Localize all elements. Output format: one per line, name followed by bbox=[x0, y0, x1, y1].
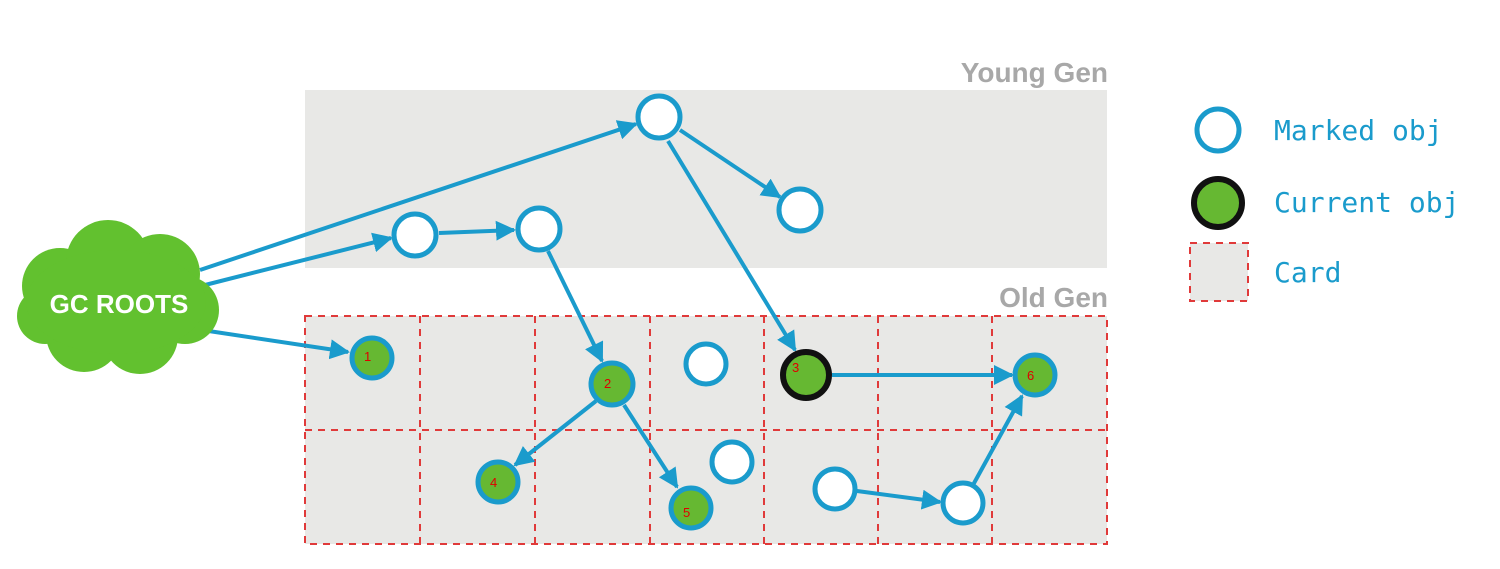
legend-marked-swatch bbox=[1194, 106, 1242, 154]
arrow-old-a-to-old-b bbox=[856, 489, 942, 510]
obj-5 bbox=[668, 485, 714, 531]
gc-roots-cloud bbox=[17, 220, 219, 374]
obj-4-number: 4 bbox=[490, 475, 497, 490]
obj-6-number: 6 bbox=[1027, 368, 1034, 383]
legend: Marked obj Current obj Card bbox=[1189, 106, 1459, 302]
marked-obj bbox=[776, 186, 824, 234]
arrow-roots-to-young-top bbox=[199, 120, 638, 272]
marked-obj bbox=[709, 439, 755, 485]
obj-6 bbox=[1012, 352, 1058, 398]
marked-obj bbox=[391, 211, 439, 259]
arrow-roots-to-obj1 bbox=[201, 328, 350, 360]
reference-arrows bbox=[199, 120, 1024, 510]
marked-obj bbox=[635, 93, 683, 141]
marked-objects bbox=[391, 93, 986, 526]
obj-1-number: 1 bbox=[364, 349, 371, 364]
green-objects bbox=[349, 335, 1058, 531]
arrow-young-top-to-obj3 bbox=[666, 139, 797, 352]
young-gen-label: Young Gen bbox=[961, 57, 1108, 88]
arrow-young-top-to-young-c bbox=[678, 128, 782, 199]
marked-obj bbox=[940, 480, 986, 526]
obj-3-current bbox=[780, 349, 832, 401]
card-grid bbox=[304, 315, 1108, 545]
arrow-obj2-to-obj4 bbox=[513, 399, 598, 467]
obj-1 bbox=[349, 335, 395, 381]
object-numbers: 1 2 3 4 5 6 bbox=[364, 349, 1034, 520]
obj-4 bbox=[475, 459, 521, 505]
cloud-core bbox=[26, 250, 206, 354]
legend-current-swatch bbox=[1191, 176, 1245, 230]
old-gen-label: Old Gen bbox=[999, 282, 1108, 313]
marked-obj bbox=[683, 341, 729, 387]
arrow-young-a-to-young-b bbox=[438, 220, 516, 241]
obj-3-number: 3 bbox=[792, 360, 799, 375]
young-gen-region bbox=[305, 90, 1107, 268]
arrow-roots-to-young-a bbox=[204, 232, 393, 287]
marked-obj bbox=[515, 205, 563, 253]
obj-5-number: 5 bbox=[683, 505, 690, 520]
legend-marked-label: Marked obj bbox=[1274, 114, 1443, 147]
marked-obj bbox=[812, 466, 858, 512]
obj-2-number: 2 bbox=[604, 376, 611, 391]
arrow-young-b-to-obj2 bbox=[546, 250, 604, 363]
old-gen-border bbox=[304, 315, 1108, 545]
arrow-obj2-to-obj5 bbox=[622, 403, 679, 489]
obj-2 bbox=[588, 360, 636, 408]
legend-current-label: Current obj bbox=[1274, 186, 1459, 219]
legend-card-swatch bbox=[1189, 242, 1249, 302]
gc-roots-label: GC ROOTS bbox=[50, 289, 189, 319]
legend-card-label: Card bbox=[1274, 256, 1341, 289]
arrow-old-b-to-obj6 bbox=[971, 394, 1024, 486]
